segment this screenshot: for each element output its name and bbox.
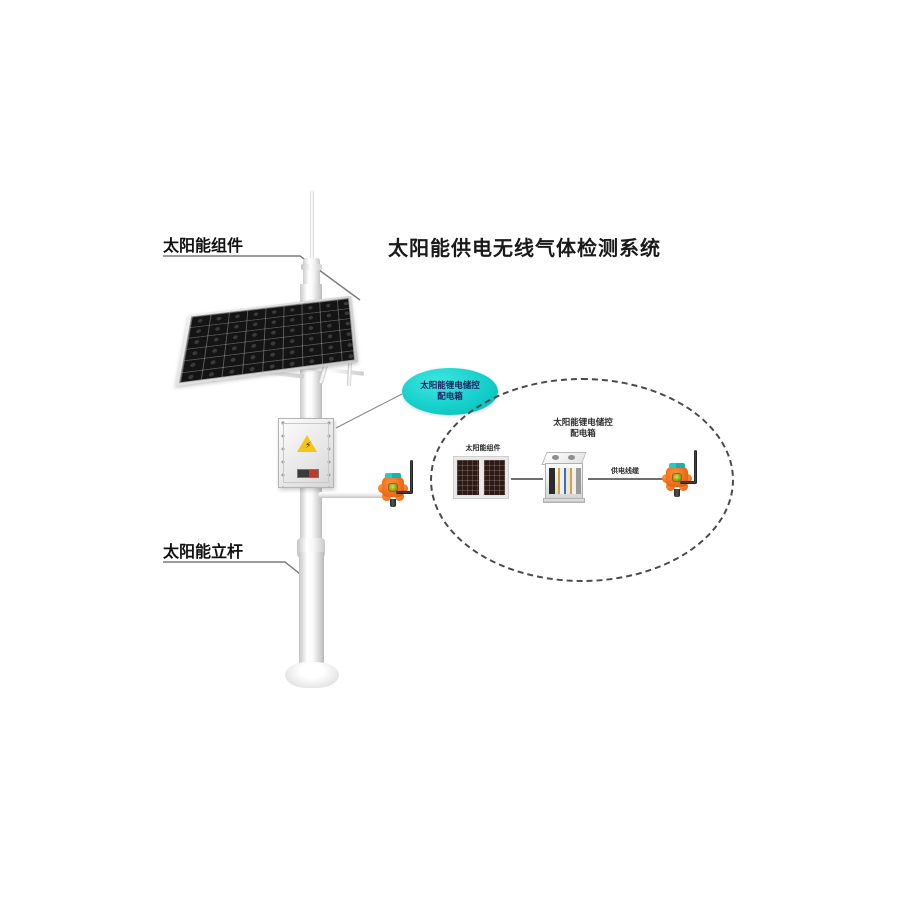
inset-box-cable-gland xyxy=(552,455,559,460)
inset-power-box-label: 太阳能锂电储控 配电箱 xyxy=(523,418,643,440)
inset-power-distribution-box xyxy=(541,452,587,504)
inset-box-base xyxy=(543,498,585,503)
antenna-rod-icon xyxy=(310,190,314,262)
junction-box-panel-seam xyxy=(283,423,329,483)
junction-box-nameplate xyxy=(297,469,319,478)
lightning-bolt-icon: ⚡ xyxy=(305,441,312,451)
solar-panel-array xyxy=(175,282,365,390)
inset-box-cable-gland xyxy=(568,455,575,460)
detector-display-face xyxy=(388,483,398,492)
detector-sensor-head xyxy=(385,473,401,478)
explosion-proof-junction-box: ⚡ xyxy=(278,418,334,488)
inset-solar-panel-half xyxy=(482,459,506,496)
antenna-collar xyxy=(301,264,322,270)
detector-mounting-arm xyxy=(318,492,392,498)
detector-sensor-head xyxy=(669,463,685,468)
callout-label-solar-pole: 太阳能立杆 xyxy=(163,542,244,561)
hazard-warning-icon xyxy=(297,435,317,452)
detector-antenna-elbow xyxy=(396,491,412,494)
callout-bubble-power-box: 太阳能锂电储控 配电箱 xyxy=(402,368,498,415)
detector-display-face xyxy=(672,473,682,482)
inset-wire-box-to-detector xyxy=(588,478,672,480)
page-title: 太阳能供电无线气体检测系统 xyxy=(388,236,661,260)
inset-power-box-label-line2: 配电箱 xyxy=(570,429,596,439)
detector-antenna-icon xyxy=(410,460,413,494)
junction-box-bolts-right xyxy=(325,419,333,487)
callout-label-solar-module: 太阳能组件 xyxy=(163,236,244,255)
inset-wireless-gas-detector xyxy=(662,462,692,497)
inset-wire-panel-to-box xyxy=(511,478,543,480)
pole-lower-section xyxy=(299,552,324,672)
solar-panel-frame xyxy=(175,295,359,387)
inset-solar-panel xyxy=(453,456,509,499)
wireless-gas-detector xyxy=(378,472,408,507)
bubble-label-line2: 配电箱 xyxy=(437,391,463,402)
inset-detector-antenna-icon xyxy=(694,450,697,484)
bubble-label-line1: 太阳能锂电储控 xyxy=(420,380,480,391)
inset-box-internal-components xyxy=(549,468,581,494)
inset-power-box-label-line1: 太阳能锂电储控 xyxy=(553,418,613,428)
inset-solar-panel-label: 太阳能组件 xyxy=(465,444,501,452)
inset-boundary-ellipse xyxy=(430,378,734,582)
inset-box-enclosure xyxy=(545,463,583,499)
inset-detector-antenna-elbow xyxy=(680,481,696,484)
detector-gas-inlet xyxy=(390,499,396,507)
detector-gas-inlet xyxy=(674,489,680,497)
inset-power-cable-label: 供电线缆 xyxy=(611,467,639,475)
pole-base-plate xyxy=(285,662,339,688)
inset-solar-panel-half xyxy=(456,459,480,496)
